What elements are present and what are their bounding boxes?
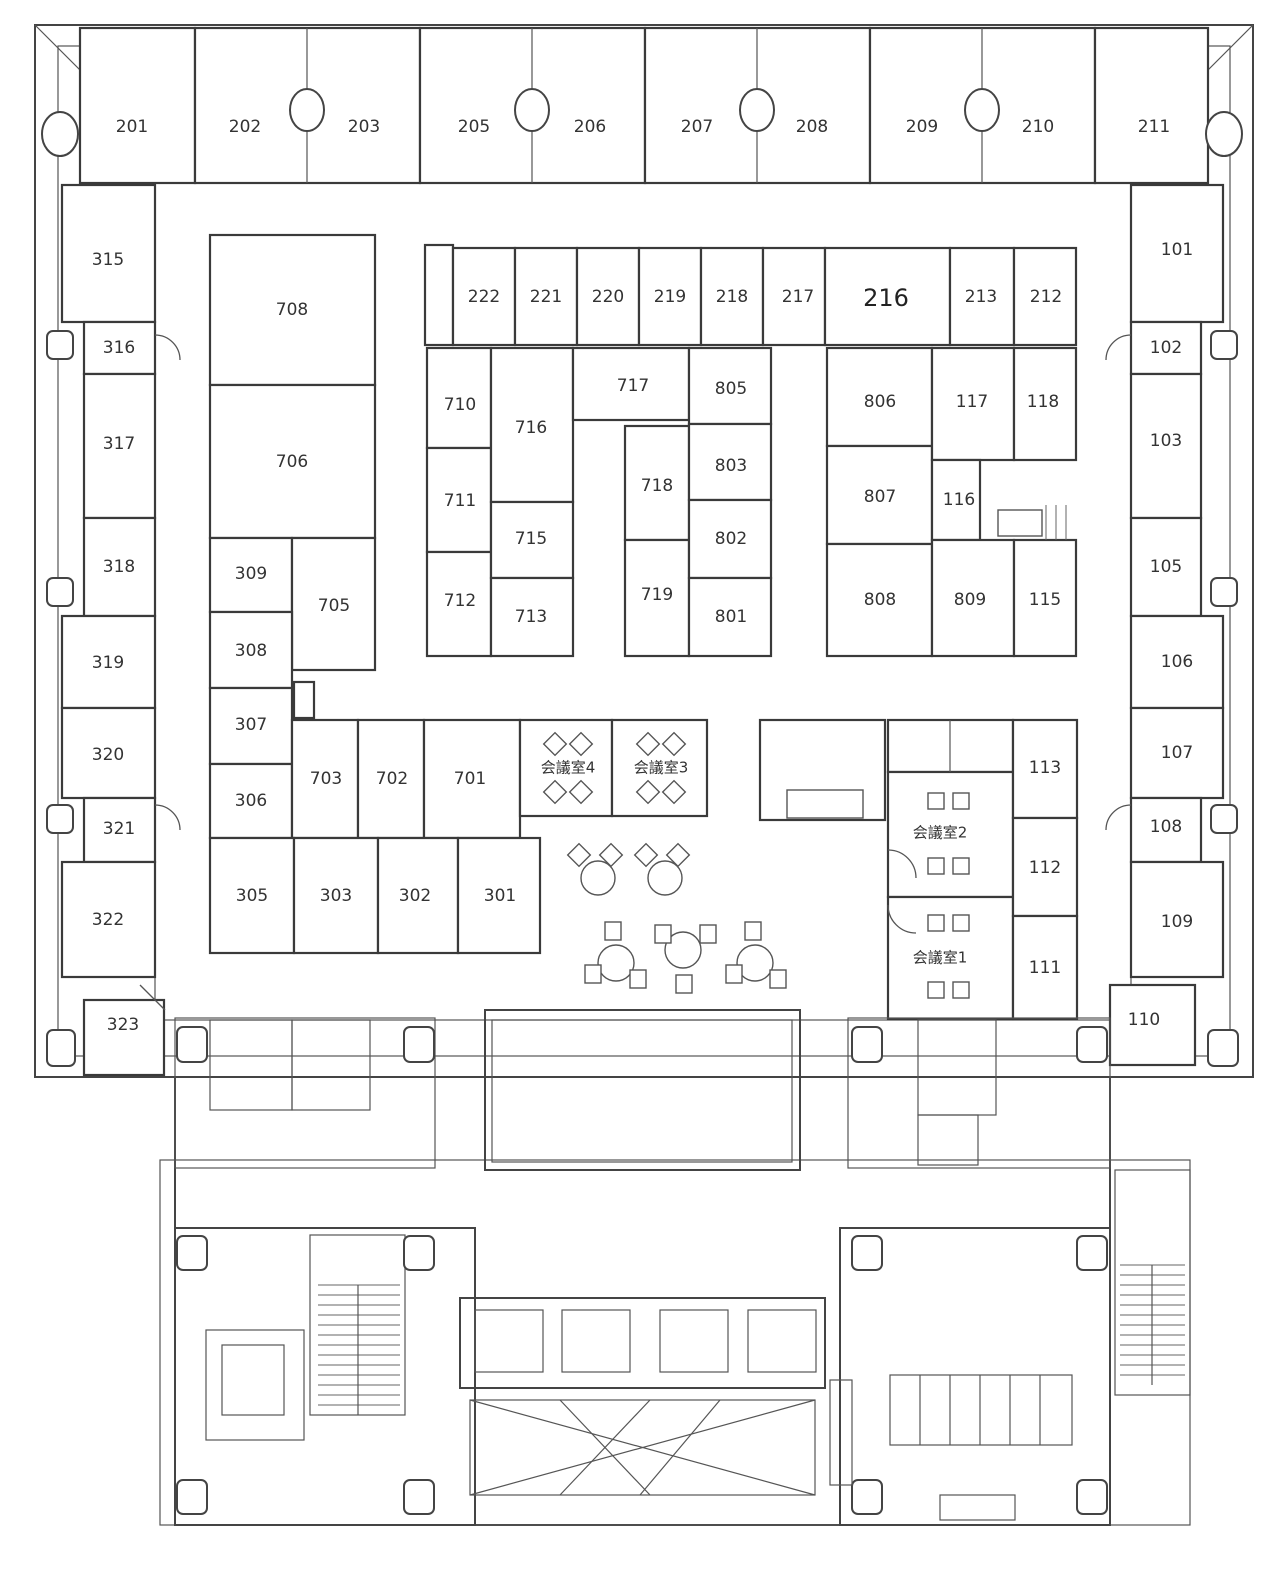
room-302: 302 [399, 886, 431, 906]
top-offices [41, 26, 1243, 185]
room-716: 716 [515, 418, 547, 438]
room-101: 101 [1161, 240, 1193, 260]
room-805: 805 [715, 379, 747, 399]
room-701: 701 [454, 769, 486, 789]
room-219: 219 [654, 287, 686, 307]
room-809: 809 [954, 590, 986, 610]
left-offices [46, 183, 181, 1077]
room-207: 207 [681, 117, 713, 137]
room-316: 316 [103, 338, 135, 358]
meeting-rooms-4-3 [518, 718, 709, 818]
room-710: 710 [444, 395, 476, 415]
room-201: 201 [116, 117, 148, 137]
room-718: 718 [641, 476, 673, 496]
room-111: 111 [1029, 958, 1061, 978]
room-711: 711 [444, 491, 476, 511]
room-318: 318 [103, 557, 135, 577]
elevator-bank [459, 1297, 826, 1496]
meeting-room-1: 会議室1 [913, 949, 968, 967]
room-118: 118 [1027, 392, 1059, 412]
room-708: 708 [276, 300, 308, 320]
service-core [174, 1017, 1191, 1526]
room-216: 216 [863, 284, 909, 312]
room-109: 109 [1161, 912, 1193, 932]
room-212: 212 [1030, 287, 1062, 307]
room-108: 108 [1150, 817, 1182, 837]
room-103: 103 [1150, 431, 1182, 451]
room-301: 301 [484, 886, 516, 906]
room-802: 802 [715, 529, 747, 549]
lounge-furniture [566, 842, 787, 994]
room-305: 305 [236, 886, 268, 906]
room-208: 208 [796, 117, 828, 137]
room-317: 317 [103, 434, 135, 454]
stairs-right [1120, 1264, 1185, 1385]
atrium [484, 1009, 801, 1171]
room-715: 715 [515, 529, 547, 549]
restrooms [829, 1374, 1073, 1521]
room-218: 218 [716, 287, 748, 307]
room-712: 712 [444, 591, 476, 611]
room-719: 719 [641, 585, 673, 605]
center-block [425, 346, 773, 658]
room-309: 309 [235, 564, 267, 584]
room-808: 808 [864, 590, 896, 610]
meeting-room-2: 会議室2 [913, 824, 968, 842]
room-205: 205 [458, 117, 490, 137]
room-213: 213 [965, 287, 997, 307]
left-inner-block [208, 233, 542, 955]
room-206: 206 [574, 117, 606, 137]
room-107: 107 [1161, 743, 1193, 763]
room-221: 221 [530, 287, 562, 307]
room-117: 117 [956, 392, 988, 412]
room-319: 319 [92, 653, 124, 673]
room-307: 307 [235, 715, 267, 735]
room-306: 306 [235, 791, 267, 811]
room-220: 220 [592, 287, 624, 307]
room-308: 308 [235, 641, 267, 661]
right-inner-block [825, 346, 1078, 658]
room-806: 806 [864, 392, 896, 412]
stairs-left [318, 1284, 400, 1415]
room-807: 807 [864, 487, 896, 507]
room-803: 803 [715, 456, 747, 476]
meeting-room-3: 会議室3 [634, 759, 689, 777]
room-202: 202 [229, 117, 261, 137]
room-323: 323 [107, 1015, 139, 1035]
room-801: 801 [715, 607, 747, 627]
room-113: 113 [1029, 758, 1061, 778]
room-112: 112 [1029, 858, 1061, 878]
room-102: 102 [1150, 338, 1182, 358]
top-center-row [423, 243, 1078, 347]
room-322: 322 [92, 910, 124, 930]
room-labels: 201 202 203 205 206 207 208 209 210 211 … [92, 117, 1193, 1035]
room-705: 705 [318, 596, 350, 616]
room-303: 303 [320, 886, 352, 906]
room-210: 210 [1022, 117, 1054, 137]
meeting-room-4: 会議室4 [541, 759, 596, 777]
room-222: 222 [468, 287, 500, 307]
right-middle-block [758, 718, 1079, 1021]
room-217: 217 [782, 287, 814, 307]
room-315: 315 [92, 250, 124, 270]
room-703: 703 [310, 769, 342, 789]
room-106: 106 [1161, 652, 1193, 672]
room-110: 110 [1128, 1010, 1160, 1030]
right-offices [1105, 183, 1239, 1067]
room-713: 713 [515, 607, 547, 627]
room-706: 706 [276, 452, 308, 472]
room-320: 320 [92, 745, 124, 765]
room-209: 209 [906, 117, 938, 137]
room-203: 203 [348, 117, 380, 137]
room-105: 105 [1150, 557, 1182, 577]
room-211: 211 [1138, 117, 1170, 137]
room-321: 321 [103, 819, 135, 839]
room-702: 702 [376, 769, 408, 789]
room-115: 115 [1029, 590, 1061, 610]
room-717: 717 [617, 376, 649, 396]
room-116: 116 [943, 490, 975, 510]
